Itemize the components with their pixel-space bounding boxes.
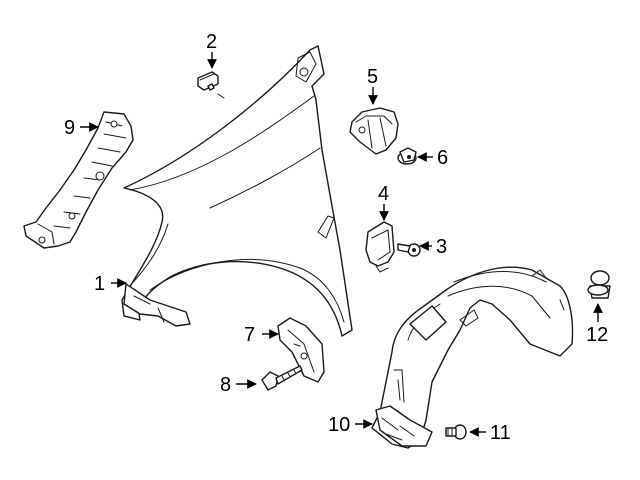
callout-leaders	[80, 52, 603, 437]
callout-4: 4	[378, 183, 389, 205]
bolt-8-part	[261, 365, 303, 391]
callout-8: 8	[220, 374, 231, 396]
bolt-2-part	[197, 71, 219, 91]
upper-bracket-part	[349, 107, 399, 155]
screw-3-part	[397, 243, 421, 257]
clip-6-part	[397, 147, 417, 165]
fender-bracket-part	[23, 111, 134, 249]
splash-bracket-part	[277, 317, 325, 383]
fender-liner-part	[371, 266, 574, 449]
callout-12: 12	[586, 324, 608, 346]
callout-1: 1	[94, 273, 105, 295]
front-fender-part	[121, 45, 353, 337]
callout-11: 11	[490, 422, 511, 444]
callout-5: 5	[367, 66, 378, 88]
callout-6: 6	[437, 147, 448, 169]
callout-2: 2	[206, 31, 217, 53]
side-bracket-part	[365, 221, 395, 273]
screw-11-part	[445, 424, 467, 440]
callout-3: 3	[436, 236, 447, 258]
callout-labels: 1 2 3 4 5 6 7 8 9 10 11 12	[64, 31, 608, 444]
push-clip-12-part	[587, 270, 611, 299]
callout-10: 10	[328, 414, 350, 436]
callout-7: 7	[244, 324, 255, 346]
callout-9: 9	[64, 117, 75, 139]
